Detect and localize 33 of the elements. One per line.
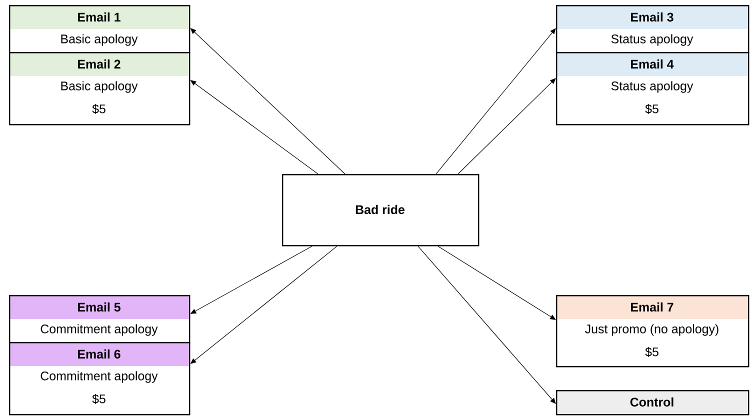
box-text: $5 [92, 104, 106, 114]
box-text: Status apology [611, 34, 694, 46]
box-text: Status apology [611, 81, 694, 93]
arrow [418, 246, 556, 404]
box-text: Just promo (no apology) [585, 324, 718, 336]
arrow [438, 246, 556, 320]
email-box [556, 5, 750, 54]
box-text: Commitment apology [40, 371, 158, 383]
box-heading: Email 4 [631, 59, 674, 69]
box-heading: Email 1 [78, 12, 120, 22]
email-box [556, 52, 750, 126]
email-box [556, 295, 750, 368]
box-text: Basic apology [61, 34, 138, 46]
box-text: $5 [645, 104, 658, 114]
arrow [436, 28, 556, 174]
box-text: $5 [645, 346, 658, 358]
box-heading: Email 5 [78, 302, 120, 312]
process-box: Bad ride [282, 174, 480, 246]
box-heading: Email 7 [631, 302, 674, 312]
box-heading: Email 3 [631, 12, 674, 22]
control-box [556, 390, 750, 416]
box-text: Commitment apology [40, 324, 158, 336]
box-heading: Control [630, 397, 674, 407]
email-box [9, 52, 190, 126]
email-box [9, 5, 190, 54]
email-box [9, 342, 190, 416]
box-heading: Email 6 [78, 349, 120, 359]
arrow [190, 28, 346, 174]
box-heading: Email 2 [78, 59, 120, 69]
box-text: $5 [92, 394, 106, 404]
email-box [9, 295, 190, 344]
box-text: Basic apology [61, 81, 138, 93]
arrow [458, 78, 556, 174]
